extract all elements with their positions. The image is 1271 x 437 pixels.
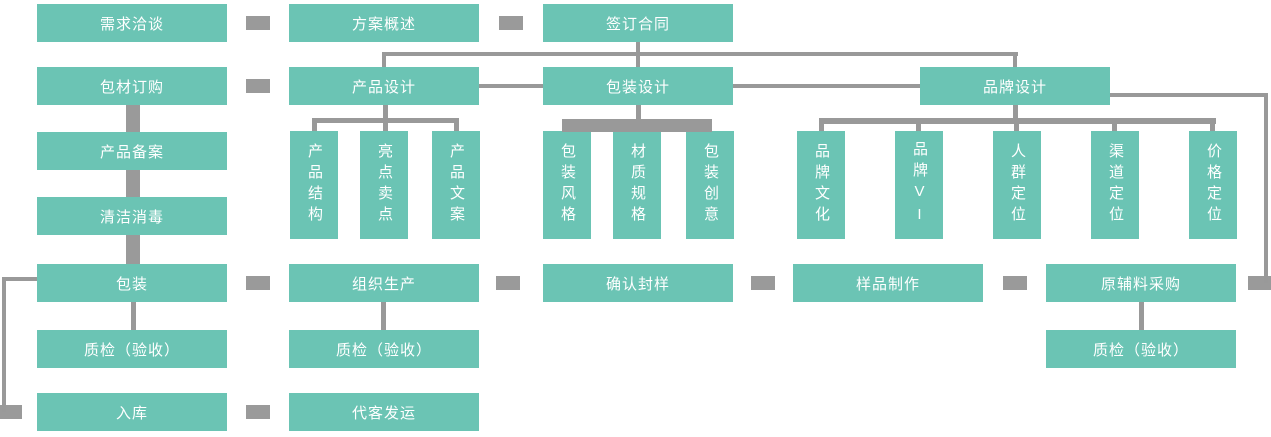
node-brand-design[interactable]: 品牌设计 bbox=[920, 67, 1110, 105]
node-sample-making[interactable]: 样品制作 bbox=[793, 264, 983, 302]
connector-drop-price bbox=[1210, 118, 1215, 131]
connector-riser-contract bbox=[636, 42, 640, 54]
node-sign-contract[interactable]: 签订合同 bbox=[543, 4, 733, 42]
node-demand-negotiation[interactable]: 需求洽谈 bbox=[37, 4, 227, 42]
connector-bar-filing-to-cleaning bbox=[126, 170, 140, 197]
node-consignment-shipping[interactable]: 代客发运 bbox=[289, 393, 479, 431]
node-qc-acceptance-left[interactable]: 质检（验收） bbox=[37, 330, 227, 368]
connector-bar-material-to-filing bbox=[126, 105, 140, 132]
connector-packaging-to-qc bbox=[131, 302, 136, 330]
connector-stub-warehousing-to-shipping bbox=[246, 405, 270, 419]
node-cleaning-disinfection[interactable]: 清洁消毒 bbox=[37, 197, 227, 235]
connector-riser-packaging-children bbox=[636, 105, 641, 119]
connector-stub-packaging-to-production bbox=[246, 276, 270, 290]
connector-stub-demand-to-plan bbox=[246, 16, 270, 30]
connector-drop-channel bbox=[1112, 118, 1117, 131]
connector-right-edge-vertical bbox=[1264, 93, 1268, 283]
connector-packaging-left-line bbox=[2, 277, 37, 281]
node-channel-positioning[interactable]: 渠道定位 bbox=[1091, 131, 1139, 239]
connector-product-children-line bbox=[312, 118, 459, 123]
connector-packaging-children-bar bbox=[562, 119, 712, 132]
connector-top-branch-line bbox=[382, 52, 1018, 56]
connector-drop-audience bbox=[1014, 118, 1019, 131]
node-organize-production[interactable]: 组织生产 bbox=[289, 264, 479, 302]
node-packaging[interactable]: 包装 bbox=[37, 264, 227, 302]
node-material-specs[interactable]: 材质规格 bbox=[613, 131, 661, 239]
connector-bar-cleaning-to-packaging bbox=[126, 235, 140, 264]
connector-production-to-qc bbox=[381, 302, 386, 330]
node-qc-acceptance-mid[interactable]: 质检（验收） bbox=[289, 330, 479, 368]
node-product-design[interactable]: 产品设计 bbox=[289, 67, 479, 105]
node-product-structure[interactable]: 产品结构 bbox=[290, 131, 338, 239]
node-packaging-creativity[interactable]: 包装创意 bbox=[686, 131, 734, 239]
connector-productdesign-to-packagingdesign bbox=[479, 84, 543, 88]
connector-drop-brand-vi bbox=[916, 118, 921, 131]
node-warehousing[interactable]: 入库 bbox=[37, 393, 227, 431]
node-plan-overview[interactable]: 方案概述 bbox=[289, 4, 479, 42]
connector-packagingdesign-to-branddesign bbox=[733, 84, 920, 88]
connector-branddesign-right-line bbox=[1110, 93, 1268, 97]
node-audience-positioning[interactable]: 人群定位 bbox=[993, 131, 1041, 239]
node-packaging-material-order[interactable]: 包材订购 bbox=[37, 67, 227, 105]
connector-drop-brand-culture bbox=[819, 118, 824, 131]
connector-drop-brand-design bbox=[1013, 52, 1017, 67]
connector-drop-packaging-design bbox=[636, 52, 640, 67]
node-product-filing[interactable]: 产品备案 bbox=[37, 132, 227, 170]
node-packaging-style[interactable]: 包装风格 bbox=[543, 131, 591, 239]
node-confirm-sealed-sample[interactable]: 确认封样 bbox=[543, 264, 733, 302]
connector-left-edge-vertical bbox=[2, 277, 6, 412]
connector-drop-product-structure bbox=[312, 118, 317, 131]
node-qc-acceptance-right[interactable]: 质检（验收） bbox=[1046, 330, 1236, 368]
connector-stub-plan-to-contract bbox=[499, 16, 523, 30]
connector-stub-material-to-productdesign bbox=[246, 79, 270, 93]
connector-stub-sampleconfirm-to-samplemaking bbox=[751, 276, 775, 290]
node-packaging-design[interactable]: 包装设计 bbox=[543, 67, 733, 105]
node-highlight-selling-points[interactable]: 亮点卖点 bbox=[360, 131, 408, 239]
connector-stub-samplemaking-to-procurement bbox=[1003, 276, 1027, 290]
node-price-positioning[interactable]: 价格定位 bbox=[1189, 131, 1237, 239]
connector-procurement-to-qc bbox=[1139, 302, 1144, 330]
node-raw-materials-procurement[interactable]: 原辅料采购 bbox=[1046, 264, 1236, 302]
node-brand-culture[interactable]: 品牌文化 bbox=[797, 131, 845, 239]
connector-drop-product-copywriting bbox=[454, 118, 459, 131]
connector-riser-brand-children bbox=[1013, 105, 1018, 120]
node-product-copywriting[interactable]: 产品文案 bbox=[432, 131, 480, 239]
connector-drop-product-design bbox=[382, 52, 386, 67]
connector-stub-production-to-sample-confirm bbox=[496, 276, 520, 290]
node-brand-vi[interactable]: 品牌VI bbox=[895, 131, 943, 239]
